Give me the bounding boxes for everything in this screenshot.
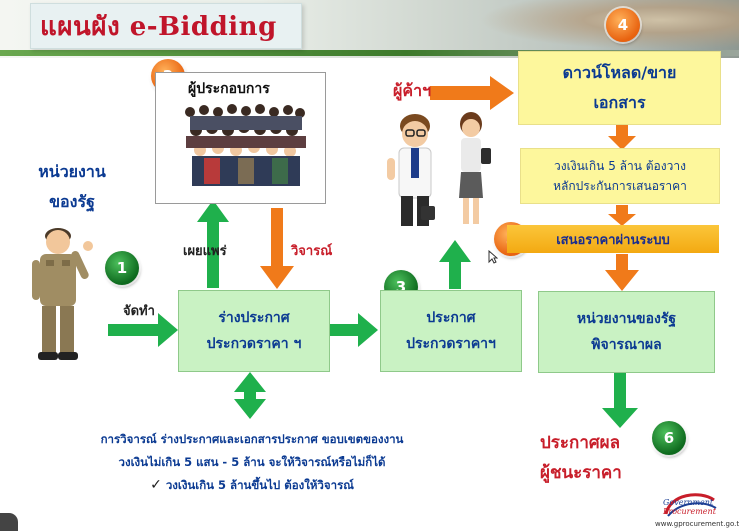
merchant-label: ผู้ค้าฯ <box>393 81 432 100</box>
logo-url: www.gprocurement.go.th <box>655 520 739 528</box>
agency-evaluation-box: หน่วยงานของรัฐ พิจารณาผล <box>538 291 715 373</box>
draft-announcement-box: ร่างประกาศ ประกวดราคา ฯ <box>178 290 330 372</box>
draft-action-label: จัดทำ <box>123 304 155 319</box>
bid-system-bar: เสนอราคาผ่านระบบ <box>507 225 719 253</box>
logo-line2: Procurement <box>663 507 716 516</box>
notes-line1: การวิจารณ์ ร่างประกาศและเอกสารประกาศ ขอบ… <box>100 432 404 446</box>
corner-tab <box>0 513 18 531</box>
crowd-of-people-image <box>185 104 306 186</box>
logo-line1: Government <box>663 498 714 507</box>
agency-label: หน่วยงาน ของรัฐ <box>22 157 122 217</box>
consider-box-line2: พิจารณาผล <box>591 337 662 353</box>
notes-line3-text: วงเงินเกิน 5 ล้านขึ้นไป ต้องให้วิจารณ์ <box>165 478 354 492</box>
step-badge-1: 1 <box>105 251 139 285</box>
arrow-download-to-guarantee <box>608 124 636 150</box>
page-title: แผนผัง e-Bidding <box>40 12 277 42</box>
download-box-line1: ดาวน์โหลด/ขาย <box>562 63 677 82</box>
arrow-merchant-to-download <box>430 76 514 110</box>
critique-notes: การวิจารณ์ ร่างประกาศและเอกสารประกาศ ขอบ… <box>62 428 442 497</box>
notes-line2: วงเงินไม่เกิน 5 แสน - 5 ล้าน จะให้วิจารณ… <box>118 455 386 469</box>
check-icon: ✓ <box>150 477 162 493</box>
announcement-box: ประกาศ ประกวดราคาฯ <box>380 290 522 372</box>
arrow-announce-to-merchant <box>439 240 471 289</box>
mouse-cursor-icon <box>488 250 498 264</box>
consider-box-line1: หน่วยงานของรัฐ <box>576 311 677 327</box>
bid-guarantee-box: วงเงินเกิน 5 ล้าน ต้องวาง หลักประกันการเ… <box>520 148 720 204</box>
step-badge-6: 6 <box>652 421 686 455</box>
announce-box-line2: ประกวดราคาฯ <box>406 336 496 352</box>
notes-line3: ✓ วงเงินเกิน 5 ล้านขึ้นไป ต้องให้วิจารณ์ <box>62 474 442 497</box>
result-line1: ประกาศผล <box>540 433 621 453</box>
arrow-consider-to-result <box>602 372 638 428</box>
government-official-figure <box>32 228 93 360</box>
merchants-figure <box>387 112 491 226</box>
guarantee-box-line1: วงเงินเกิน 5 ล้าน ต้องวาง <box>554 159 686 173</box>
government-procurement-logo <box>664 493 717 517</box>
step-badge-4: 4 <box>606 8 640 42</box>
arrow-publish <box>197 200 229 288</box>
banner-strip <box>0 50 739 56</box>
agency-label-line1: หน่วยงาน <box>38 162 106 181</box>
arrow-bid-to-consider <box>605 254 639 291</box>
guarantee-box-line2: หลักประกันการเสนอราคา <box>553 179 687 193</box>
download-documents-box: ดาวน์โหลด/ขาย เอกสาร <box>518 51 721 125</box>
arrow-critique-notes <box>234 372 266 419</box>
arrow-draft-to-announce <box>330 313 378 347</box>
result-line2: ผู้ชนะราคา <box>540 463 622 483</box>
logo-text: Government Procurement <box>663 498 716 516</box>
draft-box-line2: ประกวดราคา ฯ <box>206 336 302 352</box>
agency-label-line2: ของรัฐ <box>49 192 95 211</box>
arrow-guarantee-to-bid <box>608 205 636 226</box>
title-box <box>30 3 302 49</box>
arrow-critique <box>260 208 294 289</box>
announce-box-line1: ประกาศ <box>426 310 476 326</box>
result-label: ประกาศผล ผู้ชนะราคา <box>540 428 622 488</box>
draft-box-line1: ร่างประกาศ <box>218 310 290 326</box>
download-box-line2: เอกสาร <box>593 93 646 112</box>
publish-label: เผยแพร่ <box>183 244 227 259</box>
critique-label: วิจารณ์ <box>291 244 333 259</box>
bid-system-label: เสนอราคาผ่านระบบ <box>556 232 670 248</box>
bidders-group-label: ผู้ประกอบการ <box>188 81 270 97</box>
arrow-draft-action <box>108 313 178 347</box>
